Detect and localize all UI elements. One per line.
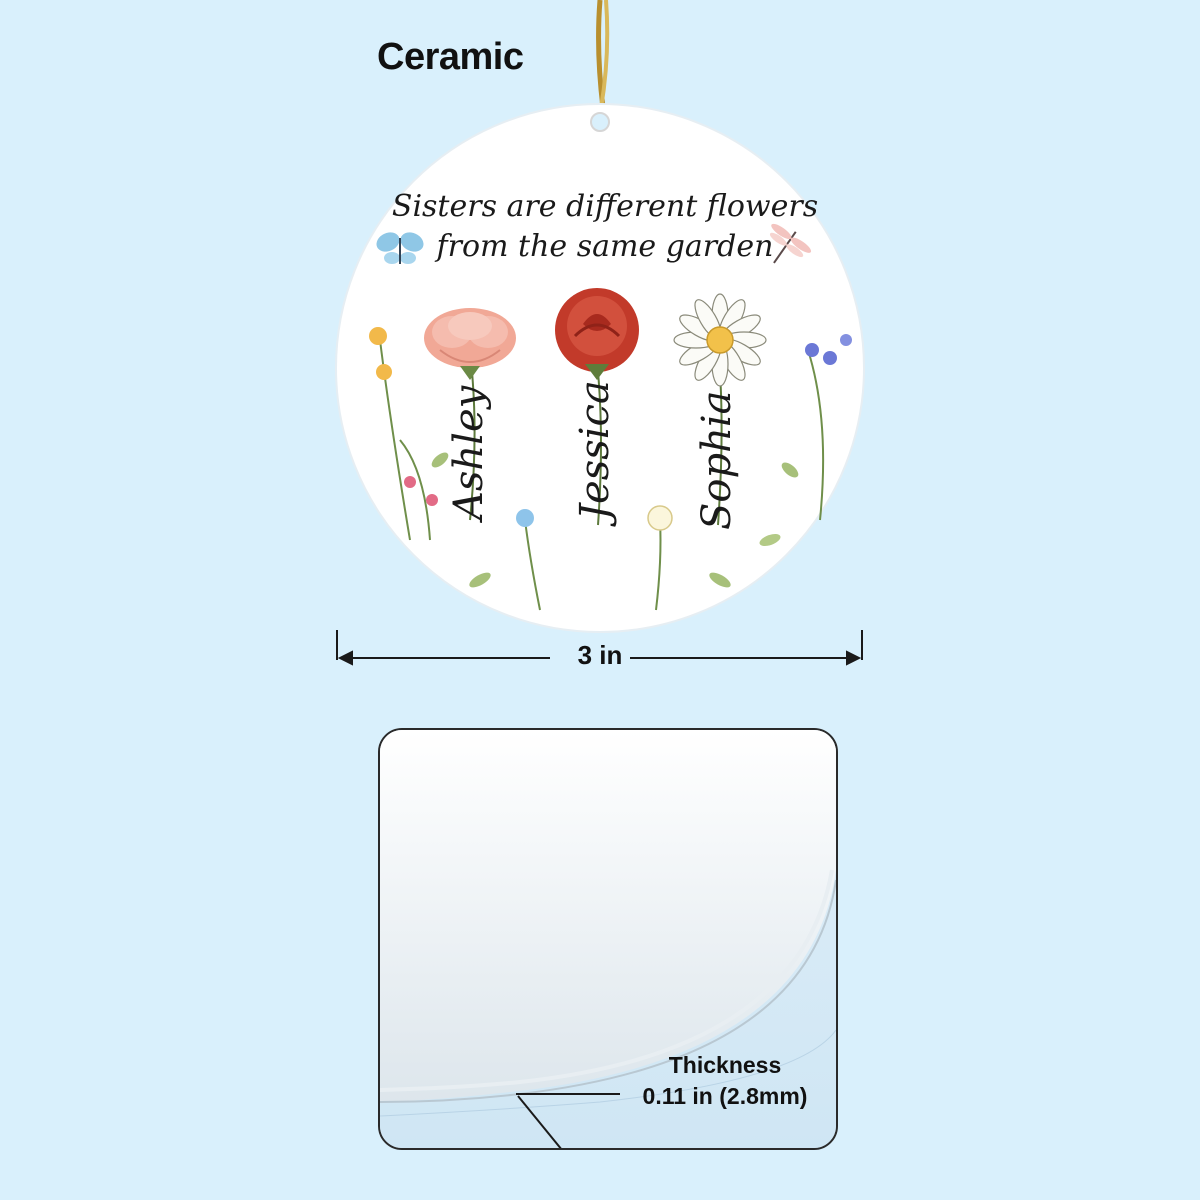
dragonfly-icon <box>769 223 812 264</box>
thickness-label: Thickness 0.11 in (2.8mm) <box>620 1050 830 1112</box>
ornament-illustration: Sisters are different flowers from the s… <box>335 0 865 666</box>
width-dimension-line <box>336 630 863 666</box>
thickness-pointer-line <box>517 1095 562 1148</box>
name-ashley: Ashley <box>446 384 492 524</box>
rose-flower-icon <box>555 288 639 380</box>
edge-closeup-illustration <box>380 730 836 1148</box>
quote-line-1: Sisters are different flowers <box>392 189 818 224</box>
daisy-flower-icon <box>673 293 767 387</box>
butterfly-icon <box>376 232 424 264</box>
hanging-hole <box>590 112 610 132</box>
name-sophia: Sophia <box>694 391 740 531</box>
thickness-value: 0.11 in (2.8mm) <box>642 1083 808 1109</box>
width-label: 3 in <box>577 640 623 670</box>
quote-line-2: from the same garden <box>435 229 774 264</box>
material-label: Ceramic <box>377 36 524 78</box>
thickness-title: Thickness <box>668 1052 782 1078</box>
wildflowers-decoration <box>369 327 852 611</box>
gold-cord <box>596 0 610 109</box>
thickness-detail-panel <box>378 728 838 1150</box>
name-jessica: Jessica <box>572 380 618 527</box>
carnation-flower-icon <box>424 308 516 380</box>
